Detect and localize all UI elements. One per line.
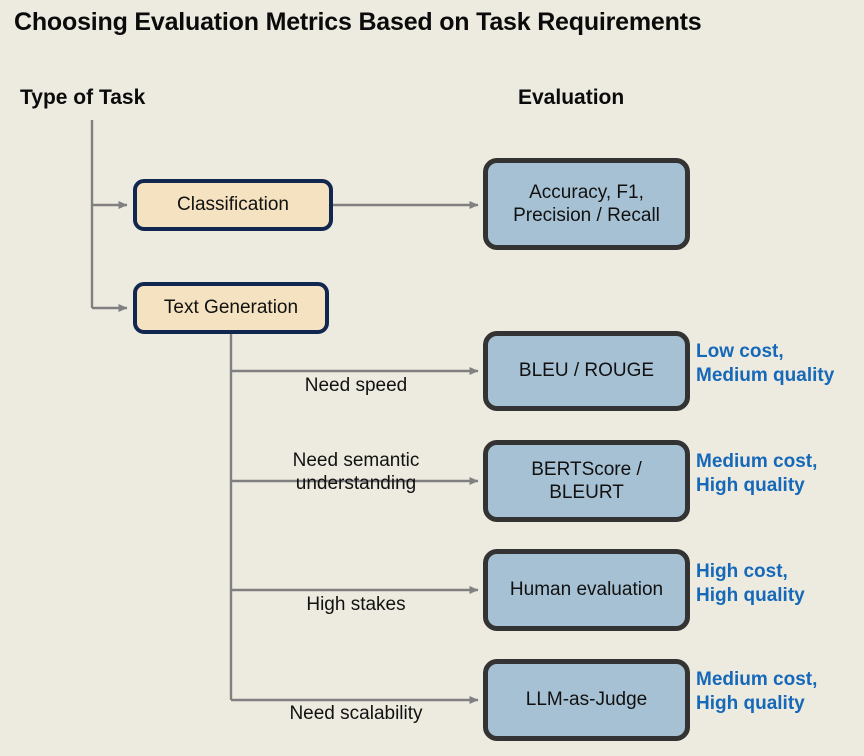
column-header-evaluation: Evaluation: [518, 86, 625, 109]
edge-label-high-stakes: High stakes: [306, 594, 406, 615]
node-human-evaluation[interactable]: Human evaluation: [483, 549, 690, 631]
node-classification[interactable]: Classification: [133, 179, 333, 231]
node-text-generation[interactable]: Text Generation: [133, 282, 329, 334]
node-bleu-rouge[interactable]: BLEU / ROUGE: [483, 331, 690, 411]
node-bertscore-bleurt[interactable]: BERTScore / BLEURT: [483, 440, 690, 522]
annotation-human-evaluation: High cost, High quality: [696, 561, 805, 607]
column-header-type-of-task: Type of Task: [20, 86, 146, 109]
node-accuracy-f1[interactable]: Accuracy, F1, Precision / Recall: [483, 158, 690, 250]
annotation-llm-as-judge: Medium cost, High quality: [696, 669, 818, 715]
annotation-bertscore-bleurt: Medium cost, High quality: [696, 451, 818, 497]
edge-label-need-scalability: Need scalability: [289, 703, 423, 724]
annotation-bleu-rouge: Low cost, Medium quality: [696, 341, 835, 387]
node-llm-as-judge[interactable]: LLM-as-Judge: [483, 659, 690, 741]
edge-label-need-speed: Need speed: [304, 375, 408, 396]
page-title: Choosing Evaluation Metrics Based on Tas…: [14, 8, 702, 36]
edge-label-need-semantic-understanding: Need semantic understanding: [292, 450, 420, 494]
